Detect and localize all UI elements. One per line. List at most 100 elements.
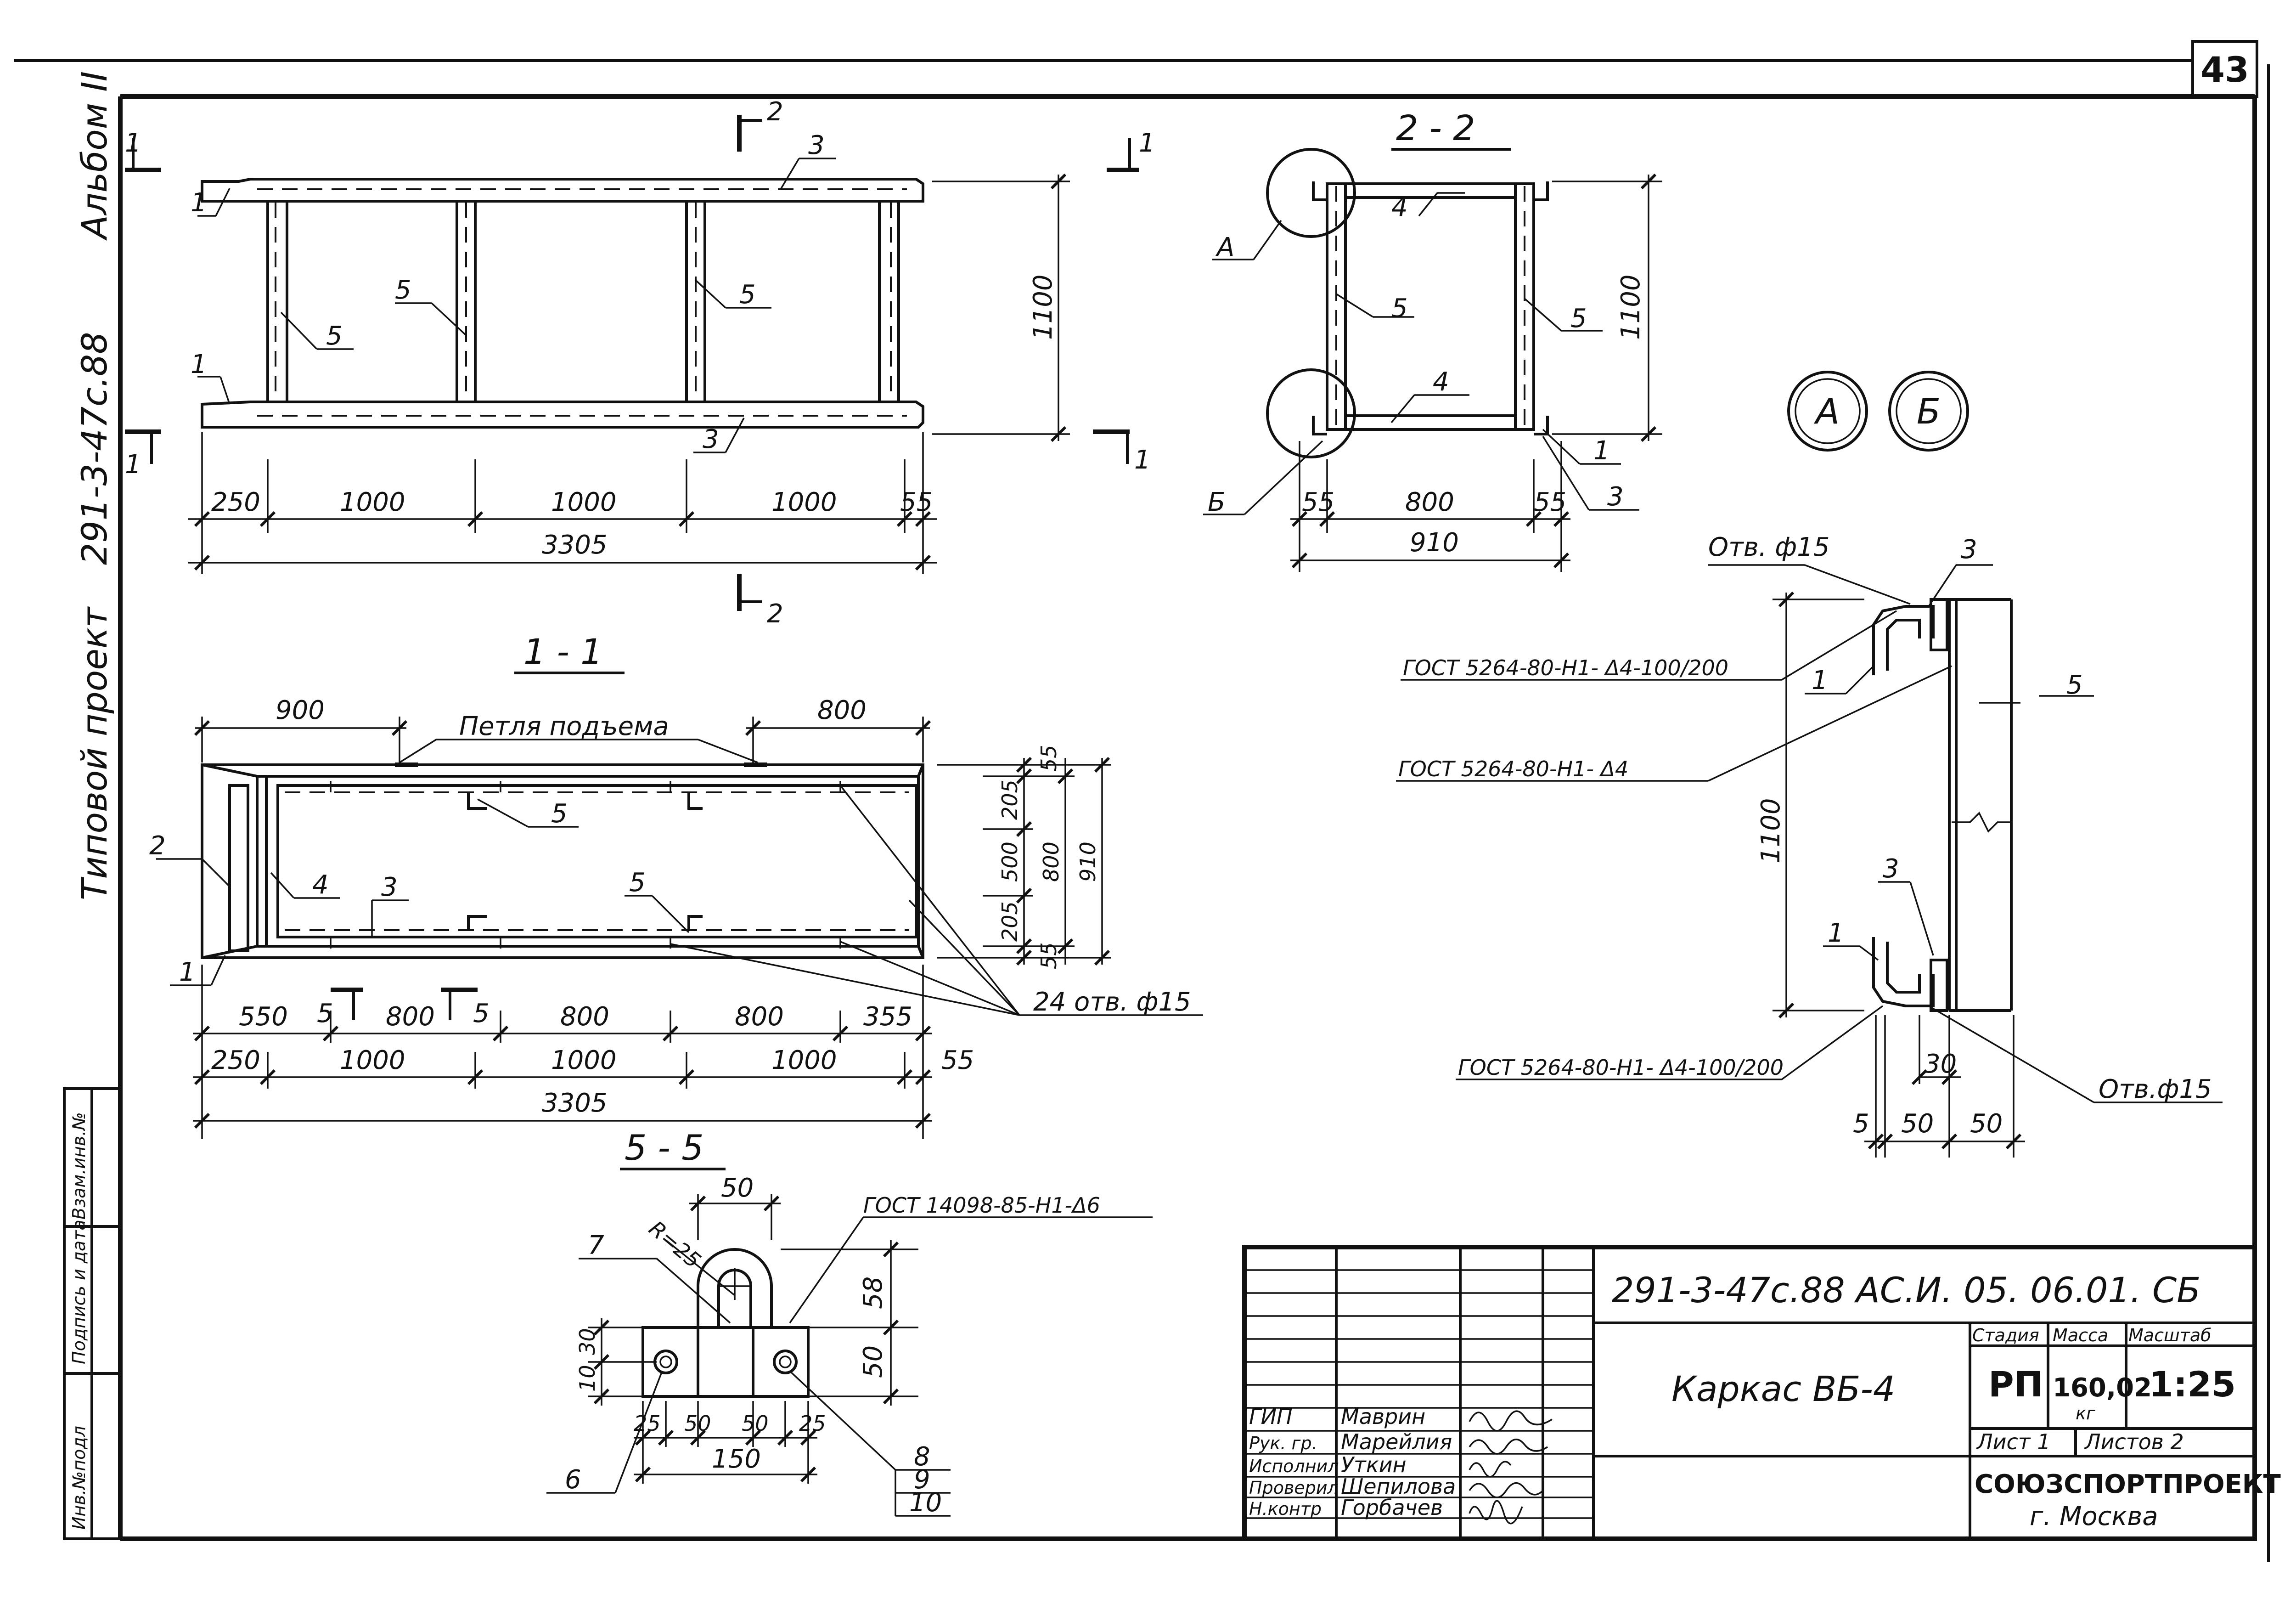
s11-dim-800a: 800: [386, 1002, 435, 1032]
s11-label-3: 3: [381, 872, 398, 902]
tb-name-1: Марейлия: [1341, 1429, 1452, 1454]
s11-dim-250: 250: [211, 1045, 260, 1075]
detail-weld-3: ГОСТ 5264-80-Н1- Δ4-100/200: [1458, 1055, 1784, 1080]
s11-label-2: 2: [149, 831, 166, 861]
s22-label-4a: 4: [1391, 192, 1408, 222]
section-mark-1a: 1: [125, 128, 141, 158]
section-2-2-title: 2 - 2: [1396, 107, 1475, 148]
s22-label-3: 3: [1607, 482, 1624, 512]
callout-a: А: [1216, 232, 1234, 262]
tb-mass: 160,02: [2053, 1373, 2152, 1403]
tb-city: г. Москва: [2030, 1502, 2158, 1531]
s55-label-8: 8: [914, 1442, 930, 1472]
top-label-1a: 1: [191, 188, 207, 218]
detail-dim-50a: 50: [1901, 1109, 1934, 1139]
s55-label-6: 6: [565, 1465, 581, 1495]
tb-name-4: Горбачев: [1341, 1495, 1443, 1520]
tb-name-3: Шепилова: [1341, 1474, 1456, 1499]
section-mark-2a: 2: [767, 97, 783, 127]
detail-height-dim: 1100: [1756, 798, 1786, 864]
section-1-1-title: 1 - 1: [523, 631, 602, 672]
s55-dim-total: 150: [712, 1444, 761, 1474]
section-5-5-title: 5 - 5: [625, 1127, 703, 1168]
s11-top-dim-800: 800: [817, 695, 867, 725]
s11-right-dim-910: 910: [1075, 842, 1100, 882]
s55-dim-58: 58: [858, 1276, 888, 1309]
s11-dim-550: 550: [239, 1002, 288, 1032]
project-type-label: Типовой проект: [74, 606, 115, 900]
top-dim-1000a: 1000: [340, 487, 405, 517]
s55-dim-25b: 25: [799, 1411, 826, 1436]
s11-right-dim-205b: 205: [997, 901, 1022, 942]
s11-holes-label: 24 отв. ф15: [1033, 987, 1191, 1017]
detail-label-1b: 1: [1828, 918, 1844, 948]
s22-dim-55a: 55: [1302, 487, 1334, 517]
s11-dim-800c: 800: [735, 1002, 784, 1032]
detail-weld-1: ГОСТ 5264-80-Н1- Δ4-100/200: [1403, 655, 1728, 680]
s22-dim-800: 800: [1405, 487, 1454, 517]
s11-dim-800b: 800: [560, 1002, 609, 1032]
signatures: [1469, 1410, 1553, 1525]
s55-label-10: 10: [909, 1488, 942, 1518]
s22-label-4b: 4: [1433, 367, 1449, 397]
top-dim-1000c: 1000: [771, 487, 837, 517]
detail-label-3a: 3: [1961, 535, 1977, 565]
tb-header-mass: Масса: [2053, 1325, 2108, 1345]
detail-marker-a: А: [1813, 391, 1840, 432]
s55-dim-top: 50: [721, 1173, 754, 1203]
top-dim-total: 3305: [542, 530, 608, 560]
s22-label-5a: 5: [1391, 294, 1408, 323]
section-mark-1d: 1: [1134, 445, 1151, 475]
section-2-2: 2 - 2 А Б 4 4 5 5 1 3: [1203, 107, 1662, 572]
detail-label-1a: 1: [1812, 666, 1828, 695]
top-view: 1 1 1 1 2 2 1 1 3 3 5 5 5: [125, 97, 1155, 629]
lifting-loop-label: Петля подъема: [459, 712, 669, 741]
top-dim-250: 250: [211, 487, 260, 517]
s11-right-dim-55b: 55: [1036, 942, 1061, 969]
s55-weld: ГОСТ 14098-85-Н1-Δ6: [863, 1193, 1100, 1218]
s22-dim-910: 910: [1410, 528, 1459, 558]
s55-radius: R=25: [644, 1216, 706, 1273]
s22-label-5b: 5: [1570, 304, 1587, 333]
s11-dim-55: 55: [941, 1045, 974, 1075]
sidebar-left: Альбом II 291-3-47с.88 Типовой проект Ин…: [63, 71, 122, 1540]
s55-dim-50a: 50: [684, 1411, 711, 1436]
s11-label-5a: 5: [551, 799, 568, 829]
top-label-5b: 5: [395, 275, 411, 305]
s55-dim-10: 10: [575, 1365, 600, 1392]
top-label-1b: 1: [191, 350, 207, 379]
tb-name: Каркас ВБ-4: [1671, 1368, 1895, 1409]
tb-sheet: Лист 1: [1976, 1429, 2050, 1454]
tb-role-2: Исполнил: [1249, 1456, 1339, 1476]
tb-name-2: Уткин: [1341, 1452, 1407, 1477]
detail-dim-50b: 50: [1970, 1109, 2003, 1139]
tb-role-3: Проверил: [1249, 1478, 1339, 1498]
s11-label-4: 4: [312, 870, 329, 900]
tb-header-stage: Стадия: [1972, 1325, 2039, 1345]
detail-label-3b: 3: [1883, 854, 1899, 884]
s11-dim-355: 355: [863, 1002, 912, 1032]
tb-role-0: ГИП: [1249, 1404, 1293, 1429]
s11-label-1: 1: [179, 957, 196, 987]
detail-hole-top: Отв. ф15: [1708, 532, 1829, 562]
s11-right-dim-500: 500: [997, 842, 1022, 882]
detail-dim-5: 5: [1853, 1109, 1869, 1139]
section-mark-1c: 1: [125, 450, 141, 480]
s22-label-1: 1: [1593, 436, 1610, 466]
detail-dim-30: 30: [1924, 1049, 1957, 1079]
s11-dim-1000a: 1000: [340, 1045, 405, 1075]
detail-markers: А Б: [1787, 371, 1969, 452]
top-label-3b: 3: [703, 424, 719, 454]
detail-marker-b: Б: [1917, 391, 1941, 432]
tb-name-0: Маврин: [1341, 1404, 1425, 1429]
title-block: 291-3-47с.88 АС.И. 05. 06.01. СБ Каркас …: [1242, 1245, 2281, 1541]
s11-dim-total: 3305: [542, 1088, 608, 1118]
section-mark-5b: 5: [473, 999, 490, 1028]
section-mark-2b: 2: [767, 599, 783, 629]
tb-mass-unit: кг: [2076, 1403, 2096, 1423]
tb-doc-code: 291-3-47с.88 АС.И. 05. 06.01. СБ: [1612, 1270, 2200, 1310]
s11-right-dim-800: 800: [1039, 842, 1064, 882]
s55-label-7: 7: [588, 1231, 604, 1260]
s11-right-dim-55a: 55: [1036, 745, 1061, 772]
s11-dim-1000c: 1000: [771, 1045, 837, 1075]
